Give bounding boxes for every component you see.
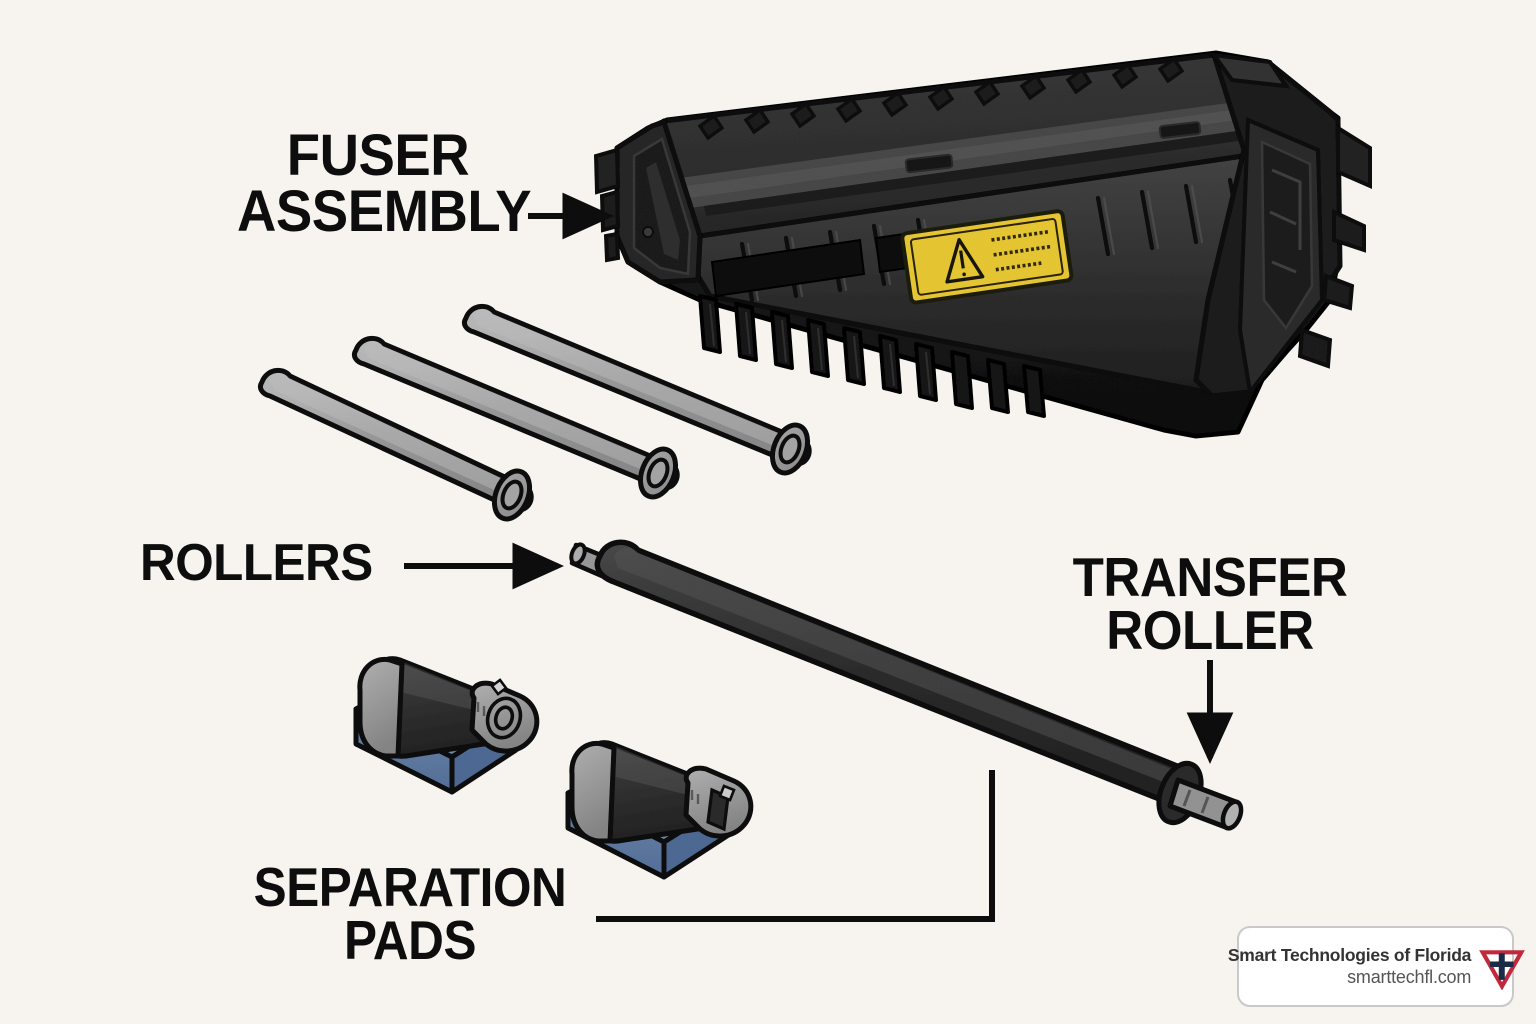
connector-separation-leader bbox=[596, 770, 995, 922]
transfer-roller bbox=[569, 539, 1244, 831]
callout-label-transfer-roller: TRANSFER ROLLER bbox=[1072, 546, 1348, 661]
warning-triangle-icon bbox=[945, 237, 985, 284]
smart-technologies-triangle-cross-logo bbox=[1479, 949, 1526, 990]
separation-pad-2 bbox=[565, 740, 754, 880]
brand-company-name: Smart Technologies of Florida bbox=[1227, 945, 1472, 965]
roller-1 bbox=[257, 367, 534, 522]
hot-surface-warning-label bbox=[900, 209, 1074, 305]
pickup-rollers bbox=[257, 303, 812, 522]
callout-label-fuser-assembly: FUSER ASSEMBLY bbox=[237, 123, 532, 244]
brand-badge[interactable]: Smart Technologies of Florida smarttechf… bbox=[1228, 926, 1526, 1007]
brand-text-block: Smart Technologies of Florida smarttechf… bbox=[1227, 945, 1472, 988]
callout-label-separation-pads: SEPARATION PADS bbox=[253, 856, 567, 971]
callout-label-rollers: ROLLERS bbox=[140, 534, 373, 592]
brand-website[interactable]: smarttechfl.com bbox=[1347, 967, 1472, 987]
fuser-assembly bbox=[593, 50, 1372, 439]
roller-2 bbox=[351, 335, 680, 500]
separation-pad-1 bbox=[353, 656, 540, 795]
roller-3 bbox=[461, 303, 812, 476]
separation-pads bbox=[353, 656, 754, 880]
callout-connectors bbox=[404, 192, 1234, 922]
